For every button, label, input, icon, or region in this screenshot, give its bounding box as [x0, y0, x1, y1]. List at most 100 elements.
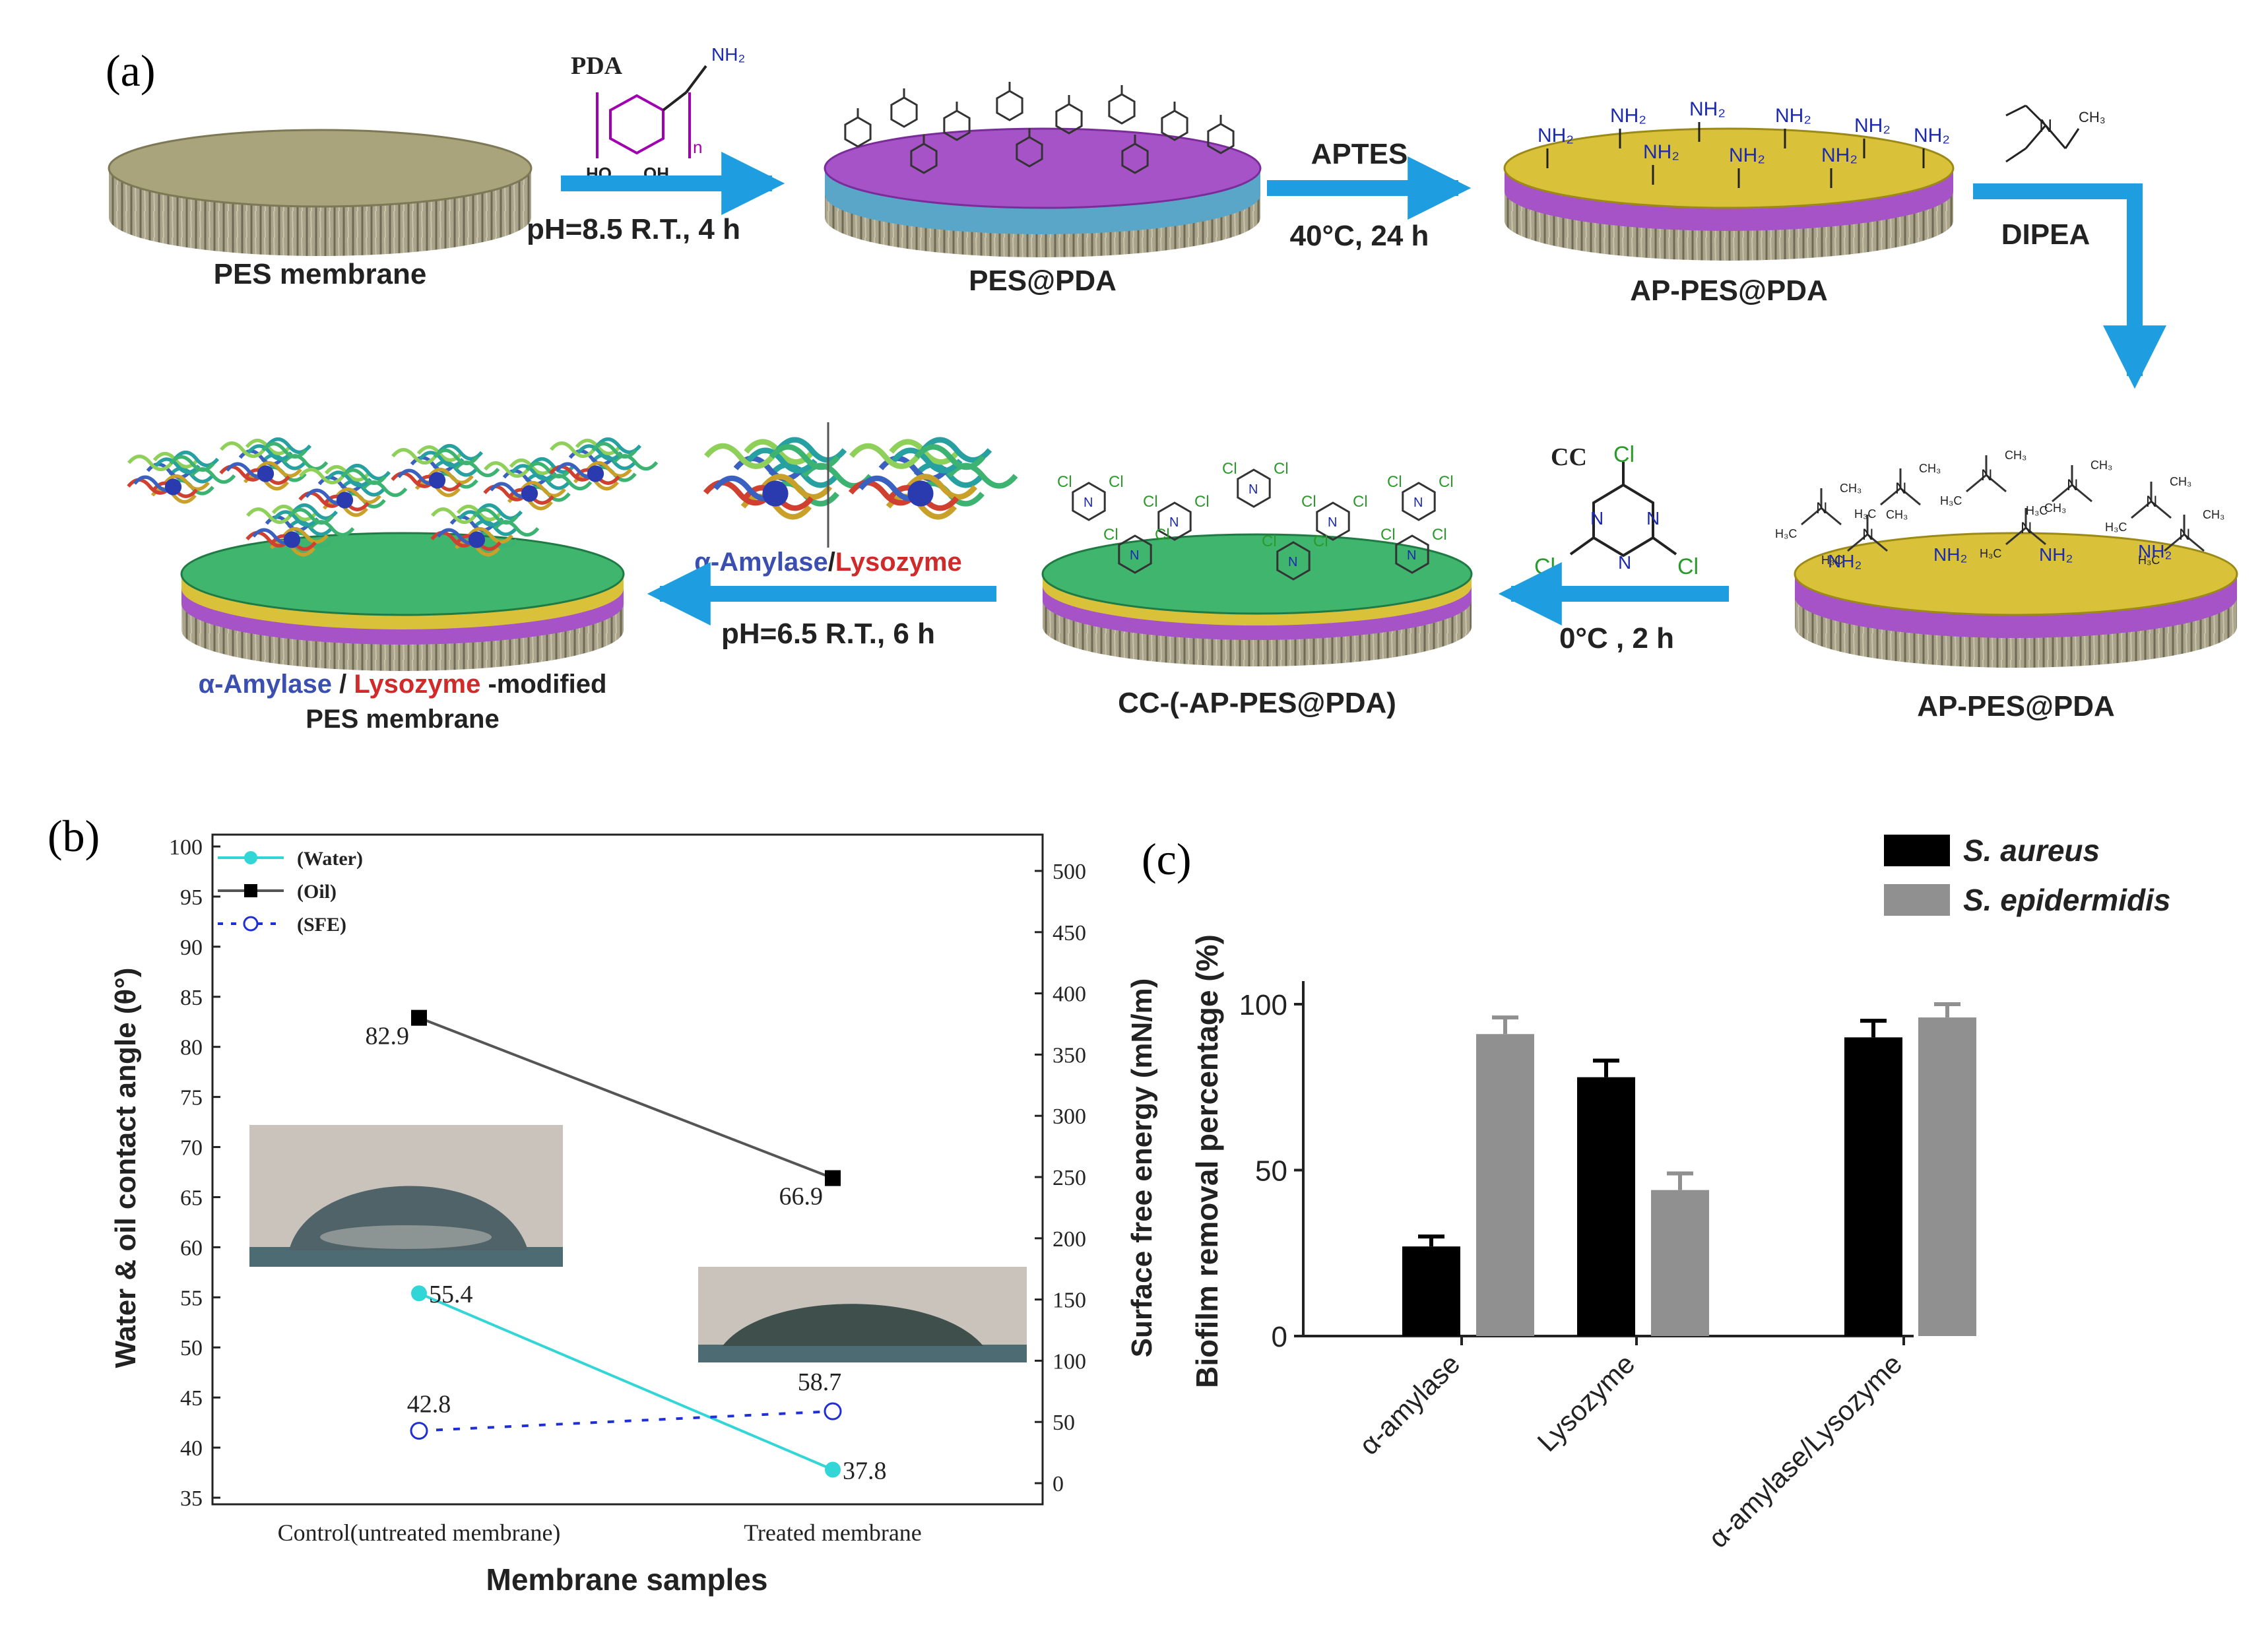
ribbon-strand [431, 507, 477, 525]
b-y2tick-label: 400 [1053, 982, 1086, 1007]
b-ytick-label: 75 [180, 1086, 203, 1110]
arrow-step3 [1973, 183, 2166, 389]
ribbon-strand [520, 480, 566, 497]
dipea-ch3-label: CH₃ [2203, 508, 2224, 521]
b-value-oil-treated: 66.9 [779, 1183, 824, 1211]
triazine-n: N [1407, 548, 1416, 563]
pda-hexagon [1016, 136, 1043, 168]
ribbon-strand [169, 455, 215, 472]
ribbon-ligand [762, 480, 789, 507]
ribbon-strand [322, 500, 368, 517]
b-ytick-label: 95 [180, 885, 203, 910]
b-legend-label: (Oil) [297, 881, 337, 903]
c-ytick-label: 0 [1272, 1321, 1287, 1353]
step5-enzymes: α-Amylase/Lysozyme [694, 548, 962, 577]
amylase-ribbon-icon [703, 437, 873, 520]
dipea-bond [2005, 527, 2026, 546]
triazine-cl: Cl [1143, 493, 1158, 511]
triazine-cl: Cl [1439, 473, 1454, 491]
ribbon-strand [243, 474, 289, 491]
dipea-h3c-label: H₃C [1940, 494, 1962, 507]
dipea-ch3-label: CH₃ [2044, 501, 2066, 515]
b-ytick-label: 60 [180, 1236, 203, 1260]
pda-hexagon [890, 96, 918, 128]
pda-nh2-label: NH₂ [711, 44, 745, 65]
b-legend-label: (SFE) [297, 914, 346, 936]
step4-conditions: 0°C , 2 h [1559, 622, 1674, 655]
c-ytick-label: 50 [1255, 1155, 1287, 1188]
ribbon-ligand [587, 465, 604, 482]
triazine-cl: Cl [1222, 460, 1237, 478]
pda-hexagon [943, 110, 971, 141]
ribbon-strand [269, 540, 315, 557]
c-legend-label: S. aureus [1963, 833, 2100, 868]
dipea-ch3-label: CH₃ [1840, 482, 1862, 495]
triazine-ring [1395, 534, 1429, 574]
b-y2tick-label: 450 [1053, 921, 1086, 945]
ribbon-strand [550, 441, 596, 459]
triazine-cl: Cl [1194, 493, 1210, 511]
b-xcat-label: Treated membrane [744, 1519, 922, 1546]
enzyme-structures-icon [703, 422, 1018, 548]
triazine-cl: Cl [1274, 460, 1289, 478]
dipea-bond [2164, 533, 2185, 552]
amine-label: NH₂ [1821, 144, 1858, 166]
b-y2tick-label: 300 [1053, 1104, 1086, 1129]
triazine-cl: Cl [1313, 532, 1328, 550]
dipea-n-label: N [2067, 476, 2078, 494]
dipea-n-label: N [1862, 526, 1873, 544]
b-point-oil [411, 1009, 427, 1026]
c-xcat-label: α-amylase/Lysozyme [1702, 1348, 1908, 1554]
b-point-sfe [824, 1402, 842, 1421]
label-cc-ap-pes-pda: CC-(-AP-PES@PDA) [1118, 687, 1396, 719]
c-bar-s-aureus [1844, 1037, 1902, 1336]
b-point-water [411, 1285, 427, 1302]
pda-hexagon [1108, 93, 1136, 125]
ribbon-strand [220, 441, 266, 459]
triazine-n: N [1130, 548, 1139, 563]
amine-label: NH₂ [2138, 541, 2172, 561]
b-value-oil-control: 82.9 [366, 1023, 410, 1050]
ribbon-strand [288, 507, 334, 525]
b-ytick-label: 90 [180, 936, 203, 960]
dipea-bond [1900, 487, 1921, 506]
final-sep: / [332, 670, 354, 699]
dipea-ch3-label: CH₃ [2170, 475, 2191, 488]
ribbon-strand [472, 507, 519, 525]
panel-a-scheme: (a) PES membrane PDA NH₂ n HO OH pH=8.5 … [106, 44, 2238, 734]
amine-label: NH₂ [1854, 115, 1891, 137]
ribbon-strand [391, 447, 437, 465]
b-ytick-label: 50 [180, 1336, 203, 1360]
cc-n-1: N [1590, 508, 1604, 528]
ribbon-strand [164, 474, 210, 491]
triazine-ring [1276, 541, 1311, 581]
dipea-h3c-label: H₃C [1821, 554, 1843, 567]
dipea-n: N [2039, 115, 2052, 136]
c-legend-swatch [1884, 884, 1950, 916]
b-ytick-label: 40 [180, 1436, 203, 1461]
ribbon-strand [458, 510, 504, 527]
dipea-bond [1867, 533, 1888, 552]
c-bar-s-aureus [1402, 1246, 1460, 1336]
ribbon-ligand [164, 478, 182, 495]
ribbon-strand [299, 467, 345, 485]
dipea-n-label: N [1816, 499, 1827, 517]
triazine-ring [1316, 501, 1350, 541]
label-final-line2: PES membrane [306, 705, 499, 734]
b-xcat-label: Control(untreated membrane) [278, 1519, 561, 1546]
triazine-n: N [1248, 482, 1258, 497]
cc-structure-icon: CC Cl Cl Cl N N N [1534, 442, 1699, 579]
b-y2label: Surface free energy (mN/m) [1126, 978, 1158, 1358]
b-ytick-label: 85 [180, 986, 203, 1010]
b-legend-label: (Water) [297, 848, 363, 870]
ribbon-strand [127, 454, 174, 472]
dipea-n-label: N [2179, 526, 2190, 544]
b-series-line [418, 1410, 833, 1432]
ribbon-strand [906, 474, 978, 500]
pes-membrane-disc [108, 129, 533, 256]
step5-lysozyme: Lysozyme [835, 548, 962, 577]
ribbon-strand [247, 444, 293, 461]
b-ytick-label: 65 [180, 1186, 203, 1210]
